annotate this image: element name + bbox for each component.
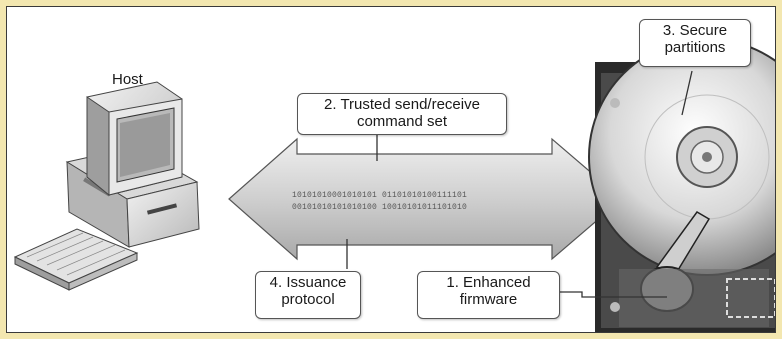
binary-row-2: 00101010101010100 10010101011101010 xyxy=(292,203,468,212)
binary-row-1: 10101010001010101 01101010100111101 xyxy=(292,191,468,200)
issuance-protocol-callout: 4. Issuance protocol xyxy=(255,271,361,319)
secure-partitions-callout: 3. Secure partitions xyxy=(639,19,751,67)
diagram-panel: Host 2. Trusted send/receive command set… xyxy=(6,6,776,333)
issuance-callout-line1: 4. Issuance xyxy=(269,274,347,291)
secure-leader-line xyxy=(681,70,693,116)
enhanced-firmware-callout: 1. Enhanced firmware xyxy=(417,271,560,319)
firmware-callout-line1: 1. Enhanced xyxy=(446,274,531,291)
secure-callout-line1: 3. Secure xyxy=(662,22,728,39)
issuance-callout-line2: protocol xyxy=(281,291,335,308)
firmware-leader-line xyxy=(559,291,667,298)
callout-leaders xyxy=(346,70,693,298)
trusted-send-receive-callout: 2. Trusted send/receive command set xyxy=(297,93,507,135)
trusted-callout-line2: command set xyxy=(356,113,448,130)
host-computer-icon xyxy=(13,81,200,291)
trusted-callout-line1: 2. Trusted send/receive xyxy=(324,96,480,113)
hard-drive-icon xyxy=(588,38,775,332)
host-label: Host xyxy=(112,71,143,88)
firmware-callout-line2: firmware xyxy=(459,291,518,308)
secure-callout-line2: partitions xyxy=(664,39,726,56)
diagram-graphics xyxy=(13,38,775,332)
